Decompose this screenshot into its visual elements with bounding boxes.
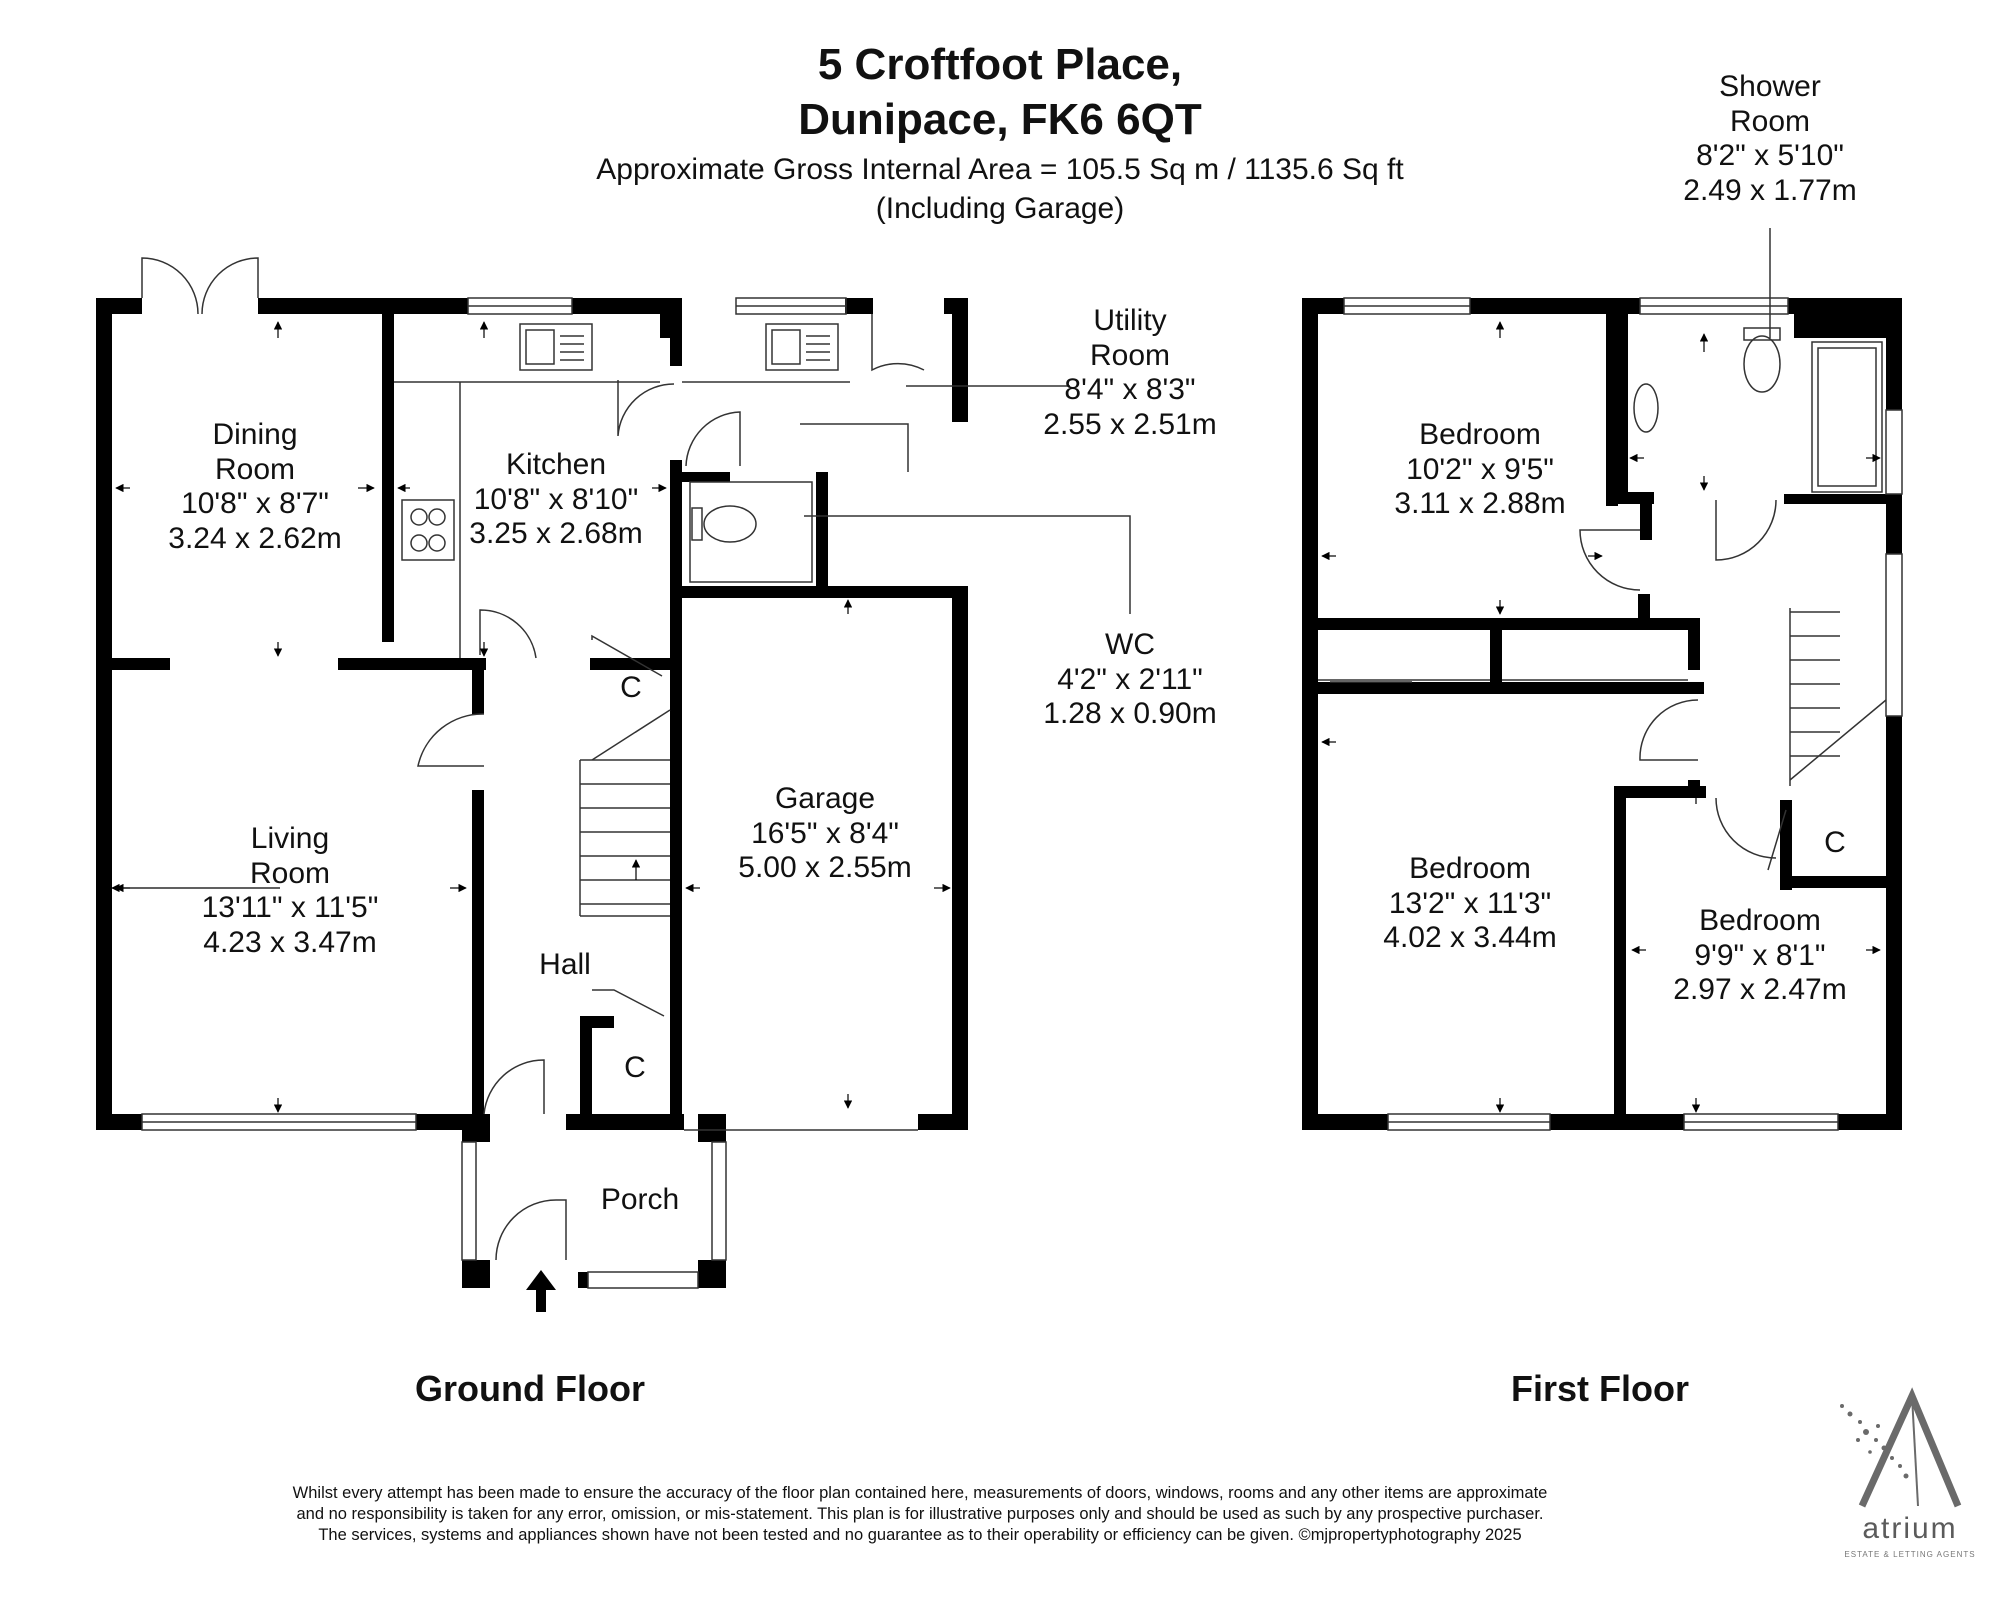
shower-room-name-1: Shower	[1719, 70, 1821, 103]
first-floor-title: First Floor	[1511, 1368, 1689, 1409]
shower-room-name-2: Room	[1729, 104, 1811, 138]
bedroom-3-imperial: 9'9" x 8'1"	[1694, 938, 1826, 972]
first-floor-fixtures	[1318, 228, 1903, 1131]
living-room-name-1: Living	[250, 822, 330, 855]
utility-room-metric: 2.55 x 2.51m	[1043, 407, 1217, 441]
living-room-name-2: Room	[249, 856, 331, 890]
entrance-arrow-icon	[526, 1270, 556, 1312]
bedroom-3-metric: 2.97 x 2.47m	[1673, 973, 1847, 1006]
ground-floor-plan	[96, 298, 968, 1288]
garage-imperial: 16'5" x 8'4"	[751, 816, 899, 850]
atrium-logo-tagline: ESTATE & LETTING AGENTS	[1844, 1550, 1976, 1559]
gross-internal-area: Approximate Gross Internal Area = 105.5 …	[596, 153, 1404, 186]
wc-imperial: 4'2" x 2'11"	[1057, 662, 1203, 696]
shower-room-metric: 2.49 x 1.77m	[1683, 173, 1857, 207]
disclaimer-line-2: and no responsibility is taken for any e…	[296, 1505, 1544, 1523]
cupboard-label-stairs: C	[620, 671, 642, 704]
porch-label: Porch	[600, 1183, 680, 1216]
cupboard-label-hall: C	[624, 1051, 646, 1084]
address-line-1: 5 Croftfoot Place,	[817, 40, 1183, 89]
atrium-logo-mark	[1840, 1387, 1962, 1508]
wc-metric: 1.28 x 0.90m	[1043, 697, 1217, 730]
shower-room-imperial: 8'2" x 5'10"	[1696, 139, 1844, 172]
ground-floor-fixtures	[141, 257, 1131, 1289]
garage-label: Garage 16'5" x 8'4" 5.00 x 2.55m	[720, 782, 930, 886]
kitchen-imperial: 10'8" x 8'10"	[473, 482, 639, 516]
bedroom-2-name: Bedroom	[1409, 852, 1531, 885]
kitchen-name: Kitchen	[505, 448, 607, 481]
disclaimer-line-3: The services, systems and appliances sho…	[318, 1526, 1522, 1544]
living-room-metric: 4.23 x 3.47m	[203, 925, 377, 959]
living-room-imperial: 13'11" x 11'5"	[201, 891, 379, 924]
dining-room-name-1: Dining	[212, 418, 298, 451]
bedroom-3-label: Bedroom 9'9" x 8'1" 2.97 x 2.47m	[1650, 904, 1870, 1008]
bedroom-1-imperial: 10'2" x 9'5"	[1406, 452, 1554, 486]
utility-room-name-1: Utility	[1093, 304, 1167, 337]
bedroom-2-label: Bedroom 13'2" x 11'3" 4.02 x 3.44m	[1360, 852, 1580, 956]
bedroom-2-imperial: 13'2" x 11'3"	[1388, 886, 1552, 920]
utility-room-name-2: Room	[1089, 338, 1171, 372]
utility-room-label: Utility Room 8'4" x 8'3" 2.55 x 2.51m	[1030, 304, 1230, 442]
hall-label: Hall	[539, 948, 591, 981]
wc-name: WC	[1105, 628, 1155, 661]
utility-room-imperial: 8'4" x 8'3"	[1064, 373, 1196, 406]
kitchen-metric: 3.25 x 2.68m	[469, 517, 643, 550]
bedroom-2-metric: 4.02 x 3.44m	[1383, 921, 1557, 954]
dining-room-name-2: Room	[214, 452, 296, 486]
bedroom-1-metric: 3.11 x 2.88m	[1394, 487, 1566, 520]
garage-metric: 5.00 x 2.55m	[738, 851, 912, 884]
living-room-label: Living Room 13'11" x 11'5" 4.23 x 3.47m	[180, 822, 400, 960]
dining-room-metric: 3.24 x 2.62m	[168, 521, 342, 555]
garage-name: Garage	[774, 782, 876, 815]
dining-room-label: Dining Room 10'8" x 8'7" 3.24 x 2.62m	[150, 418, 360, 556]
ground-floor-title: Ground Floor	[415, 1368, 645, 1409]
atrium-logo-name: atrium	[1862, 1512, 1958, 1545]
disclaimer-line-1: Whilst every attempt has been made to en…	[292, 1484, 1548, 1502]
address-line-2: Dunipace, FK6 6QT	[798, 95, 1202, 144]
dining-room-imperial: 10'8" x 8'7"	[181, 487, 329, 520]
gross-area-note: (Including Garage)	[875, 192, 1125, 225]
bedroom-1-label: Bedroom 10'2" x 9'5" 3.11 x 2.88m	[1370, 418, 1590, 522]
bedroom-3-name: Bedroom	[1699, 904, 1821, 937]
cupboard-label-landing: C	[1824, 826, 1846, 859]
shower-room-label: Shower Room 8'2" x 5'10" 2.49 x 1.77m	[1660, 70, 1880, 208]
kitchen-label: Kitchen 10'8" x 8'10" 3.25 x 2.68m	[456, 448, 656, 552]
dimension-arrows	[111, 321, 1881, 1113]
bedroom-1-name: Bedroom	[1419, 418, 1541, 451]
wc-label: WC 4'2" x 2'11" 1.28 x 0.90m	[1030, 628, 1230, 732]
